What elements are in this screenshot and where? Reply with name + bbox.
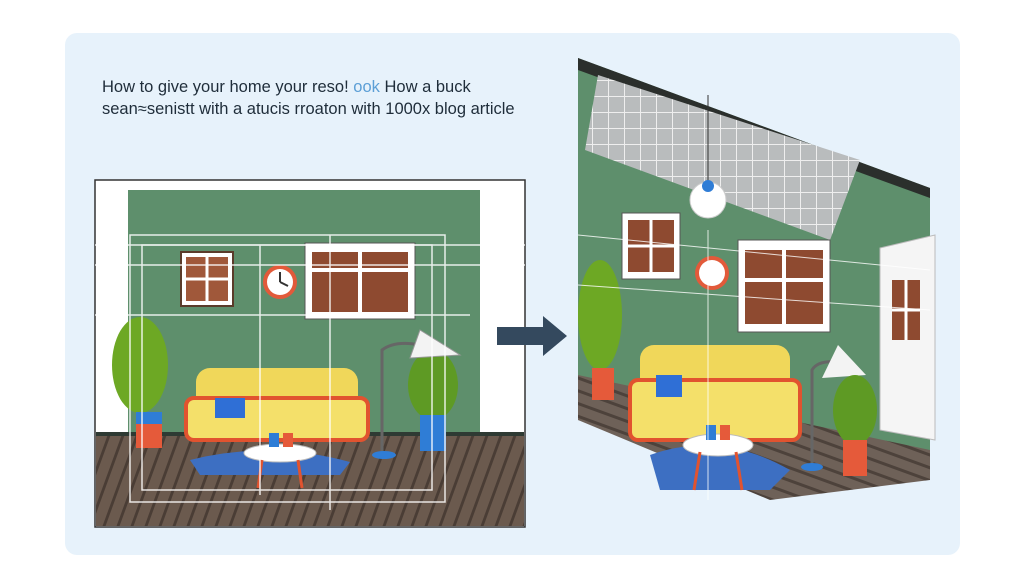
clock-icon: [263, 265, 297, 299]
arrow-right-icon: [497, 316, 567, 356]
clock-icon: [695, 256, 729, 290]
lamp-icon: [689, 95, 866, 471]
title-highlight: ook: [353, 78, 380, 96]
title-text-continued: How a buck sean≈senistt with a atucis rr…: [102, 78, 515, 118]
article-title: How to give your home your reso! ook How…: [102, 76, 542, 120]
table-icon: [243, 433, 317, 489]
window-icon: [180, 242, 416, 320]
left-room: [94, 179, 526, 528]
lamp-icon: [372, 329, 462, 459]
title-text: How to give your home your reso!: [102, 78, 349, 96]
plant-icon: [112, 317, 168, 448]
right-room: [577, 58, 936, 500]
sofa-icon: [184, 368, 370, 442]
table-icon: [682, 425, 754, 491]
door-icon: [879, 234, 936, 441]
sofa-icon: [628, 345, 802, 442]
